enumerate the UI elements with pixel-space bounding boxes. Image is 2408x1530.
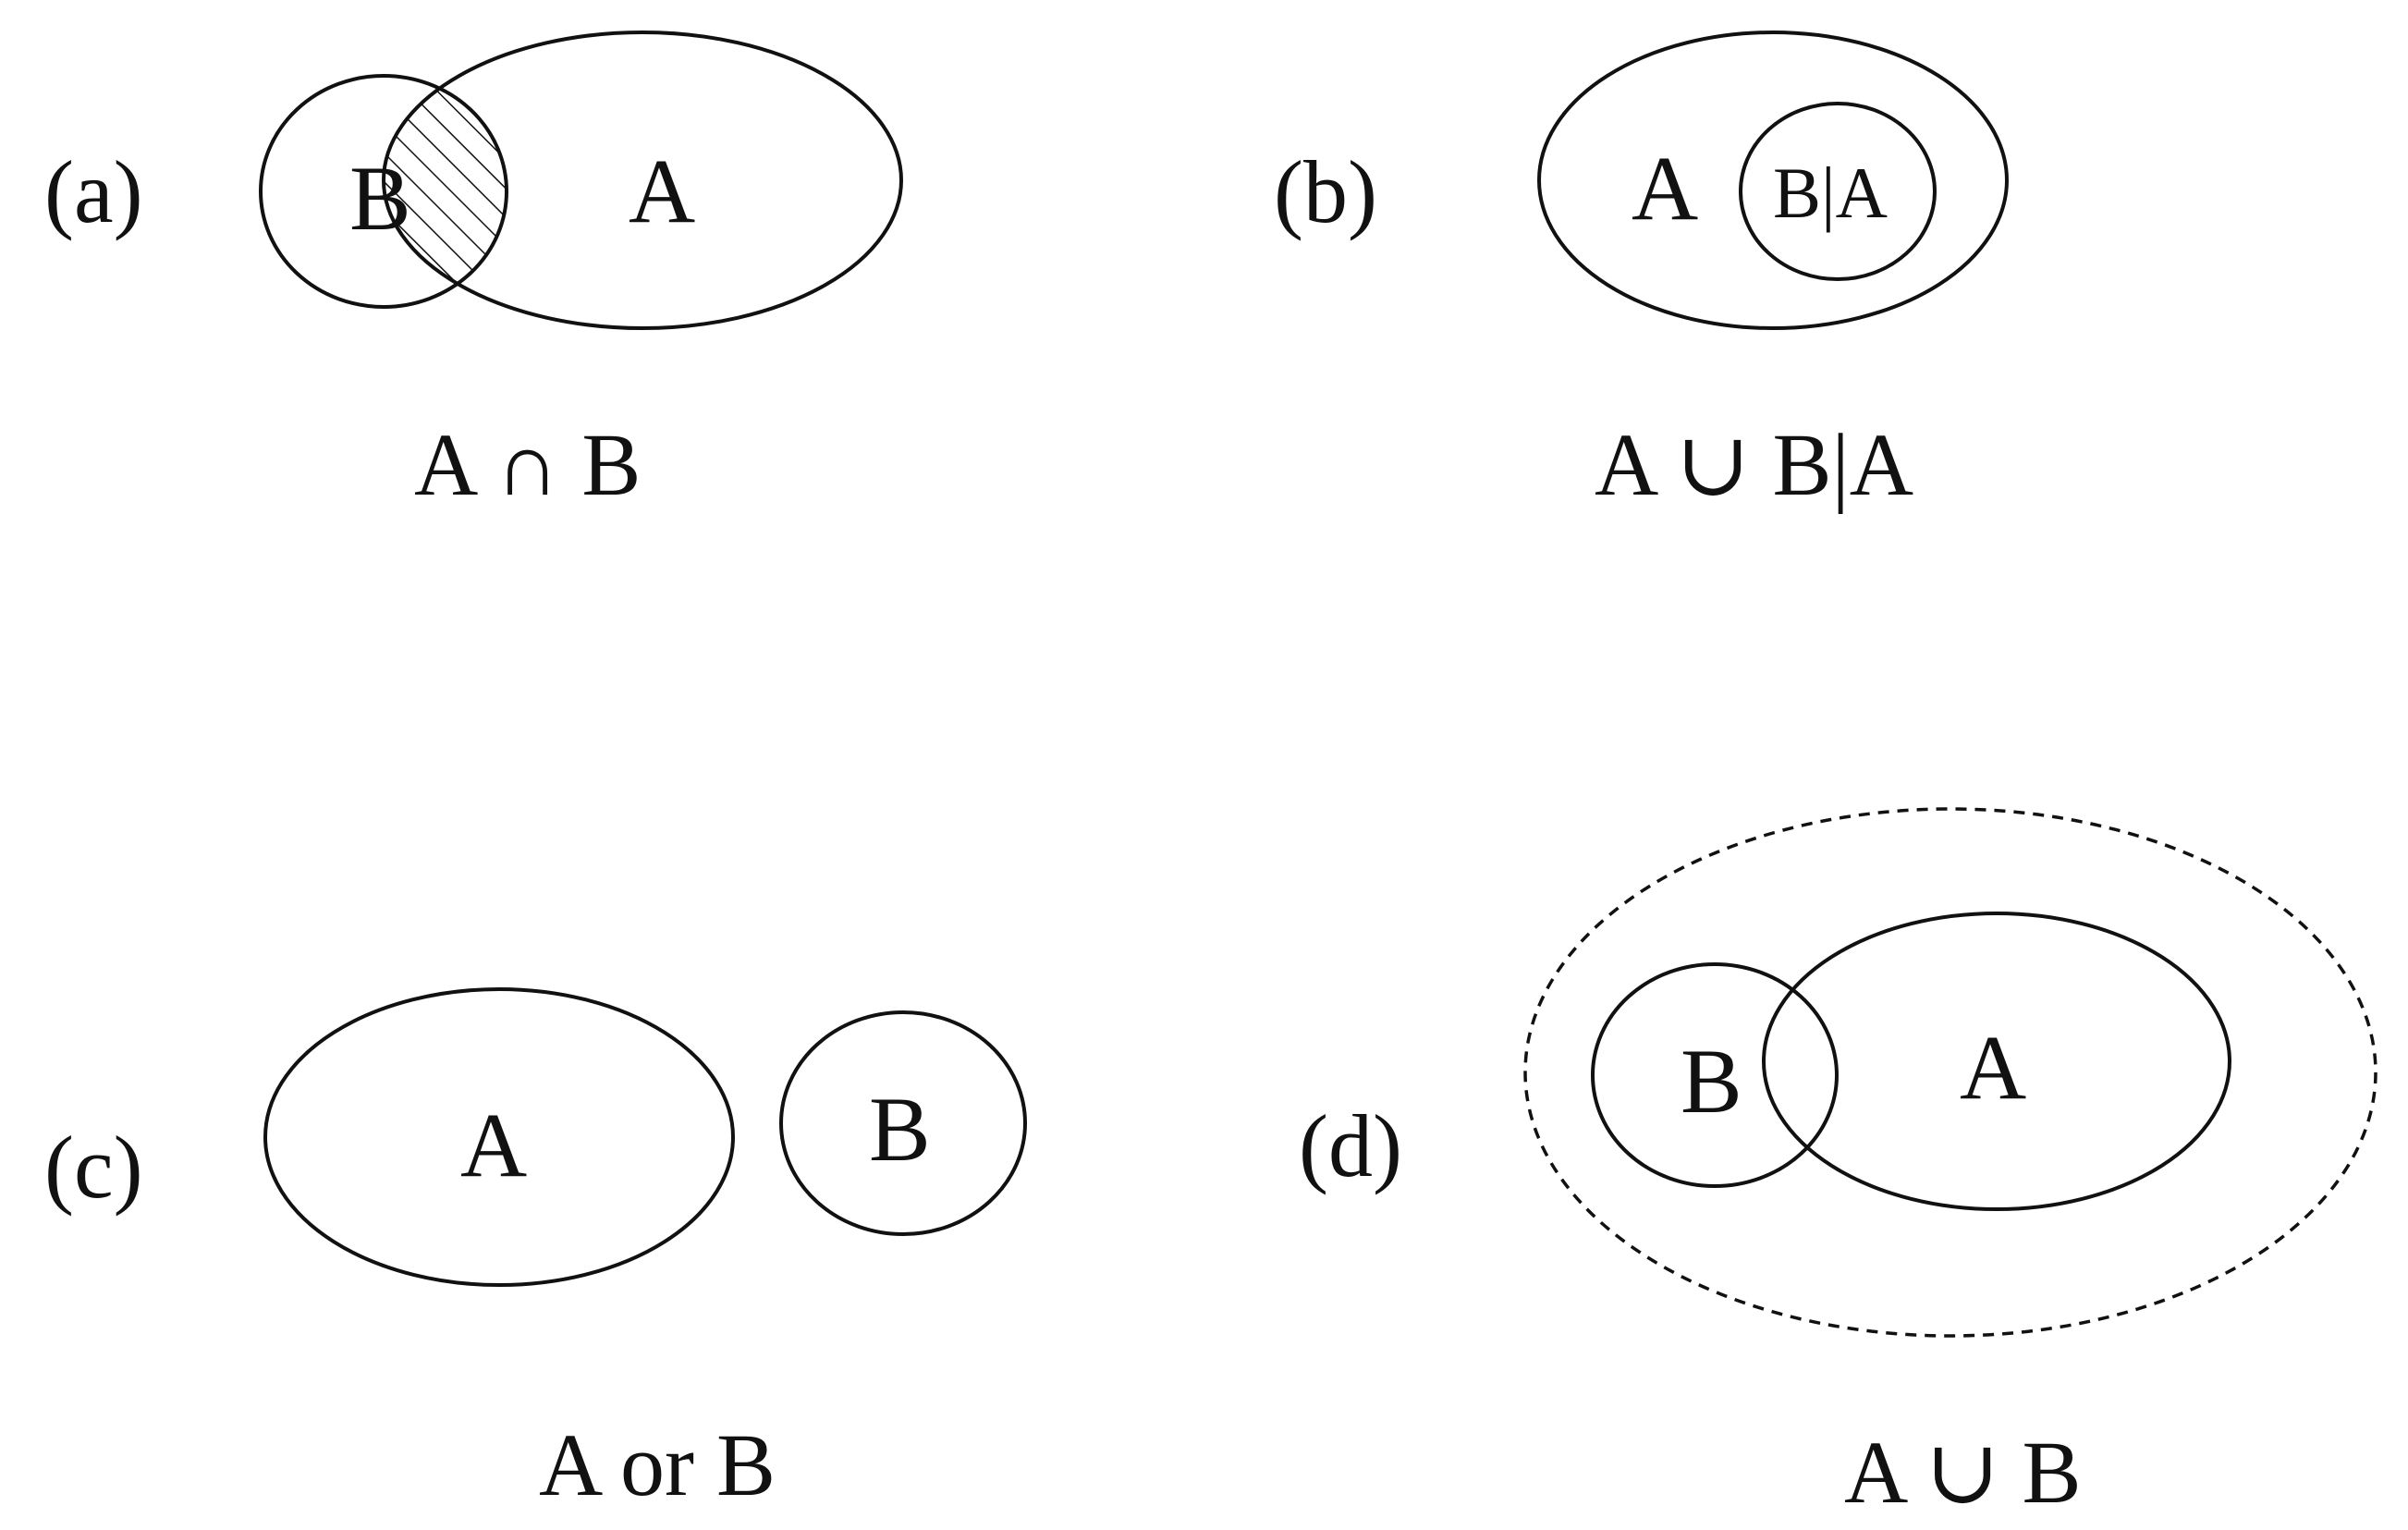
set-b-circle (1591, 962, 1839, 1188)
panel-c-caption: A or B (539, 1415, 776, 1514)
panel-a-caption: A ∩ B (414, 415, 641, 514)
set-b-label: B (349, 147, 411, 250)
set-b-circle (779, 1010, 1027, 1236)
set-a-ellipse (263, 987, 735, 1287)
panel-c-label: (c) (44, 1118, 143, 1217)
panel-d-label: (d) (1299, 1096, 1402, 1195)
set-b-label: B (869, 1078, 931, 1181)
panel-b: (b) A B|A A ∪ B|A (1274, 31, 2009, 514)
set-a-label: A (460, 1094, 527, 1196)
panel-b-caption: A ∪ B|A (1595, 415, 1913, 514)
set-b-circle (259, 74, 508, 309)
set-a-label: A (629, 140, 695, 242)
panel-a: (a) B A A ∩ B (44, 31, 903, 514)
set-b-label: B (1681, 1030, 1742, 1132)
panel-c: (c) A B A or B (44, 987, 1027, 1514)
panel-a-label: (a) (44, 142, 143, 241)
union-boundary-dashed (1523, 807, 2377, 1338)
inner-set-label: B|A (1773, 153, 1888, 233)
set-a-ellipse (1762, 912, 2231, 1211)
set-a-ellipse (382, 31, 903, 330)
panel-b-label: (b) (1274, 142, 1377, 241)
set-a-ellipse (1537, 31, 2009, 330)
inner-set-circle (1739, 102, 1937, 281)
set-a-label: A (1960, 1016, 2026, 1119)
panel-d: (d) B A A ∪ B (1299, 807, 2377, 1522)
set-a-label: A (1632, 137, 1698, 239)
panel-d-caption: A ∪ B (1844, 1423, 2082, 1522)
